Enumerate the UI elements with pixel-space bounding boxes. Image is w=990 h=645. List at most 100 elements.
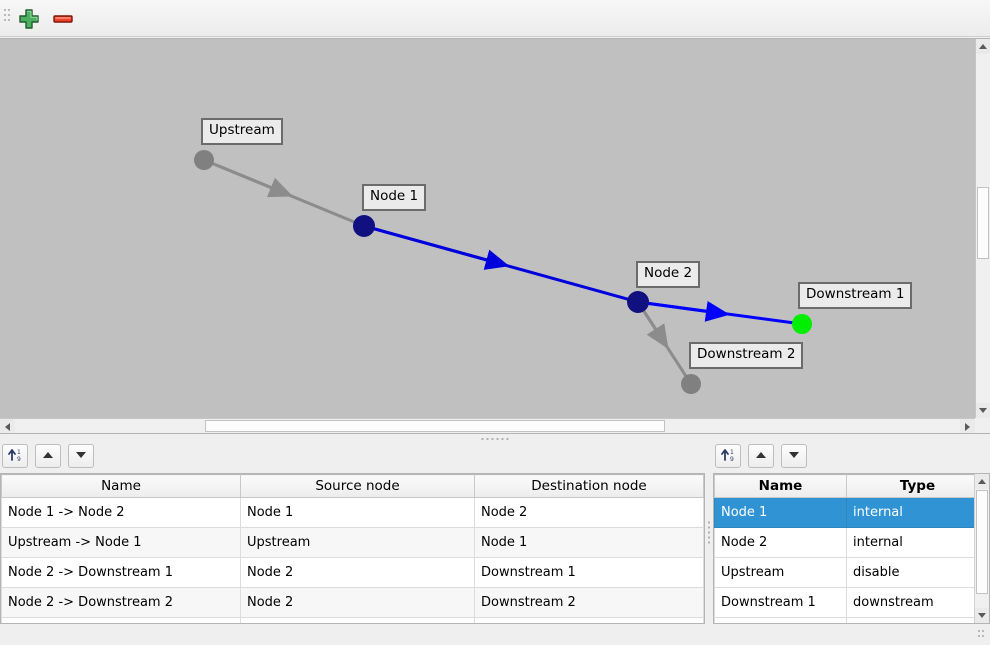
move-up-icon bbox=[756, 451, 766, 458]
table-row-empty[interactable] bbox=[1, 617, 704, 623]
graph-horizontal-scrollbar[interactable] bbox=[0, 418, 975, 433]
graph-panel: Upstream Node 1 Node 2 Downstream 1 Down… bbox=[0, 38, 990, 434]
node-label-node2[interactable]: Node 2 bbox=[636, 261, 701, 288]
minus-icon bbox=[53, 15, 73, 23]
svg-text:1: 1 bbox=[17, 449, 21, 456]
empty-cell bbox=[846, 617, 989, 623]
node-label-upstream[interactable]: Upstream bbox=[201, 118, 283, 145]
edge-source: Node 2 bbox=[240, 557, 475, 588]
nodes-header-row: Name Type bbox=[714, 474, 989, 498]
move-up-icon bbox=[43, 451, 53, 458]
graph-node-downstream2 bbox=[681, 374, 701, 394]
edge-source: Node 2 bbox=[240, 587, 475, 618]
remove-node-button[interactable] bbox=[50, 7, 76, 31]
nodes-table: Name Type Node 1 internal Node 2 interna… bbox=[714, 474, 989, 623]
edge-upstream-node1-arrow bbox=[203, 158, 294, 198]
edge-source: Upstream bbox=[240, 527, 475, 558]
graph-edges bbox=[203, 158, 803, 385]
toolbar-drag-handle[interactable] bbox=[4, 9, 10, 28]
nodes-pane: 1 9 bbox=[713, 443, 990, 624]
edges-move-up-button[interactable] bbox=[35, 444, 61, 468]
vertical-splitter[interactable] bbox=[705, 443, 713, 624]
graph-node-downstream1 bbox=[792, 314, 812, 334]
table-row-empty[interactable] bbox=[714, 617, 989, 623]
node-type: internal bbox=[846, 527, 989, 558]
edges-col-name[interactable]: Name bbox=[1, 474, 241, 498]
edge-name: Node 1 -> Node 2 bbox=[1, 497, 241, 528]
move-down-icon bbox=[76, 451, 86, 458]
empty-cell bbox=[474, 617, 704, 623]
nodes-table-scrollbar[interactable] bbox=[974, 474, 989, 623]
table-row[interactable]: Upstream disable bbox=[714, 557, 989, 588]
edge-source: Node 1 bbox=[240, 497, 475, 528]
edge-node1-node2-arrow bbox=[363, 224, 510, 270]
graph-node-node1 bbox=[353, 215, 375, 237]
table-row[interactable]: Node 1 internal bbox=[714, 497, 989, 528]
nodes-sort-button[interactable]: 1 9 bbox=[715, 444, 741, 468]
table-row[interactable]: Downstream 1 downstream bbox=[714, 587, 989, 618]
nodes-scroll-thumb[interactable] bbox=[976, 490, 988, 594]
node-label-node1[interactable]: Node 1 bbox=[362, 184, 427, 211]
edge-node2-downstream1-arrow bbox=[637, 300, 730, 322]
empty-cell bbox=[1, 617, 241, 623]
nodes-table-container[interactable]: Name Type Node 1 internal Node 2 interna… bbox=[713, 473, 990, 624]
nodes-toolbar: 1 9 bbox=[713, 443, 990, 473]
table-row[interactable]: Node 1 -> Node 2 Node 1 Node 2 bbox=[1, 497, 704, 528]
edge-destination: Node 2 bbox=[474, 497, 704, 528]
node-name: Node 2 bbox=[714, 527, 847, 558]
node-name: Node 1 bbox=[714, 497, 847, 528]
table-row[interactable]: Upstream -> Node 1 Upstream Node 1 bbox=[1, 527, 704, 558]
graph-nodes bbox=[194, 150, 812, 394]
window-resize-grip[interactable] bbox=[978, 630, 984, 645]
scroll-down-arrow-icon[interactable] bbox=[975, 608, 989, 623]
scroll-down-arrow-icon[interactable] bbox=[976, 403, 990, 418]
edges-toolbar: 1 9 bbox=[0, 443, 705, 473]
empty-cell bbox=[240, 617, 475, 623]
graph-node-upstream bbox=[194, 150, 214, 170]
node-type: disable bbox=[846, 557, 989, 588]
add-node-button[interactable] bbox=[16, 7, 42, 31]
graph-node-node2 bbox=[627, 291, 649, 313]
edges-table-container[interactable]: Name Source node Destination node Node 1… bbox=[0, 473, 705, 624]
edges-sort-button[interactable]: 1 9 bbox=[2, 444, 28, 468]
edge-destination: Downstream 2 bbox=[474, 587, 704, 618]
node-name: Downstream 1 bbox=[714, 587, 847, 618]
node-name: Upstream bbox=[714, 557, 847, 588]
edges-pane: 1 9 bbox=[0, 443, 705, 624]
edges-col-source[interactable]: Source node bbox=[240, 474, 475, 498]
scroll-right-arrow-icon[interactable] bbox=[960, 419, 975, 433]
svg-text:9: 9 bbox=[17, 456, 21, 463]
svg-text:1: 1 bbox=[730, 449, 734, 456]
splitter-grip bbox=[481, 438, 509, 440]
nodes-col-type[interactable]: Type bbox=[846, 474, 989, 498]
splitter-grip bbox=[708, 521, 710, 546]
nodes-move-up-button[interactable] bbox=[748, 444, 774, 468]
svg-text:9: 9 bbox=[730, 456, 734, 463]
horizontal-splitter[interactable] bbox=[0, 434, 990, 443]
table-row[interactable]: Node 2 -> Downstream 1 Node 2 Downstream… bbox=[1, 557, 704, 588]
scroll-left-arrow-icon[interactable] bbox=[0, 419, 15, 433]
node-label-downstream1[interactable]: Downstream 1 bbox=[798, 282, 913, 309]
graph-canvas[interactable]: Upstream Node 1 Node 2 Downstream 1 Down… bbox=[0, 39, 975, 433]
tables-area: 1 9 bbox=[0, 443, 990, 645]
edges-header-row: Name Source node Destination node bbox=[1, 474, 704, 498]
sort-ascending-icon: 1 9 bbox=[721, 449, 734, 463]
scroll-up-arrow-icon[interactable] bbox=[975, 474, 989, 489]
edges-move-down-button[interactable] bbox=[68, 444, 94, 468]
edge-name: Node 2 -> Downstream 1 bbox=[1, 557, 241, 588]
graph-vscroll-thumb[interactable] bbox=[977, 187, 989, 259]
node-label-downstream2[interactable]: Downstream 2 bbox=[689, 342, 804, 369]
graph-hscroll-thumb[interactable] bbox=[205, 420, 665, 432]
edge-destination: Downstream 1 bbox=[474, 557, 704, 588]
edges-col-destination[interactable]: Destination node bbox=[474, 474, 704, 498]
graph-svg bbox=[194, 150, 812, 394]
nodes-move-down-button[interactable] bbox=[781, 444, 807, 468]
table-row[interactable]: Node 2 -> Downstream 2 Node 2 Downstream… bbox=[1, 587, 704, 618]
nodes-col-name[interactable]: Name bbox=[714, 474, 847, 498]
table-row[interactable]: Node 2 internal bbox=[714, 527, 989, 558]
move-down-icon bbox=[789, 451, 799, 458]
plus-icon bbox=[19, 9, 39, 29]
scroll-up-arrow-icon[interactable] bbox=[976, 39, 990, 54]
graph-vertical-scrollbar[interactable] bbox=[975, 39, 990, 418]
